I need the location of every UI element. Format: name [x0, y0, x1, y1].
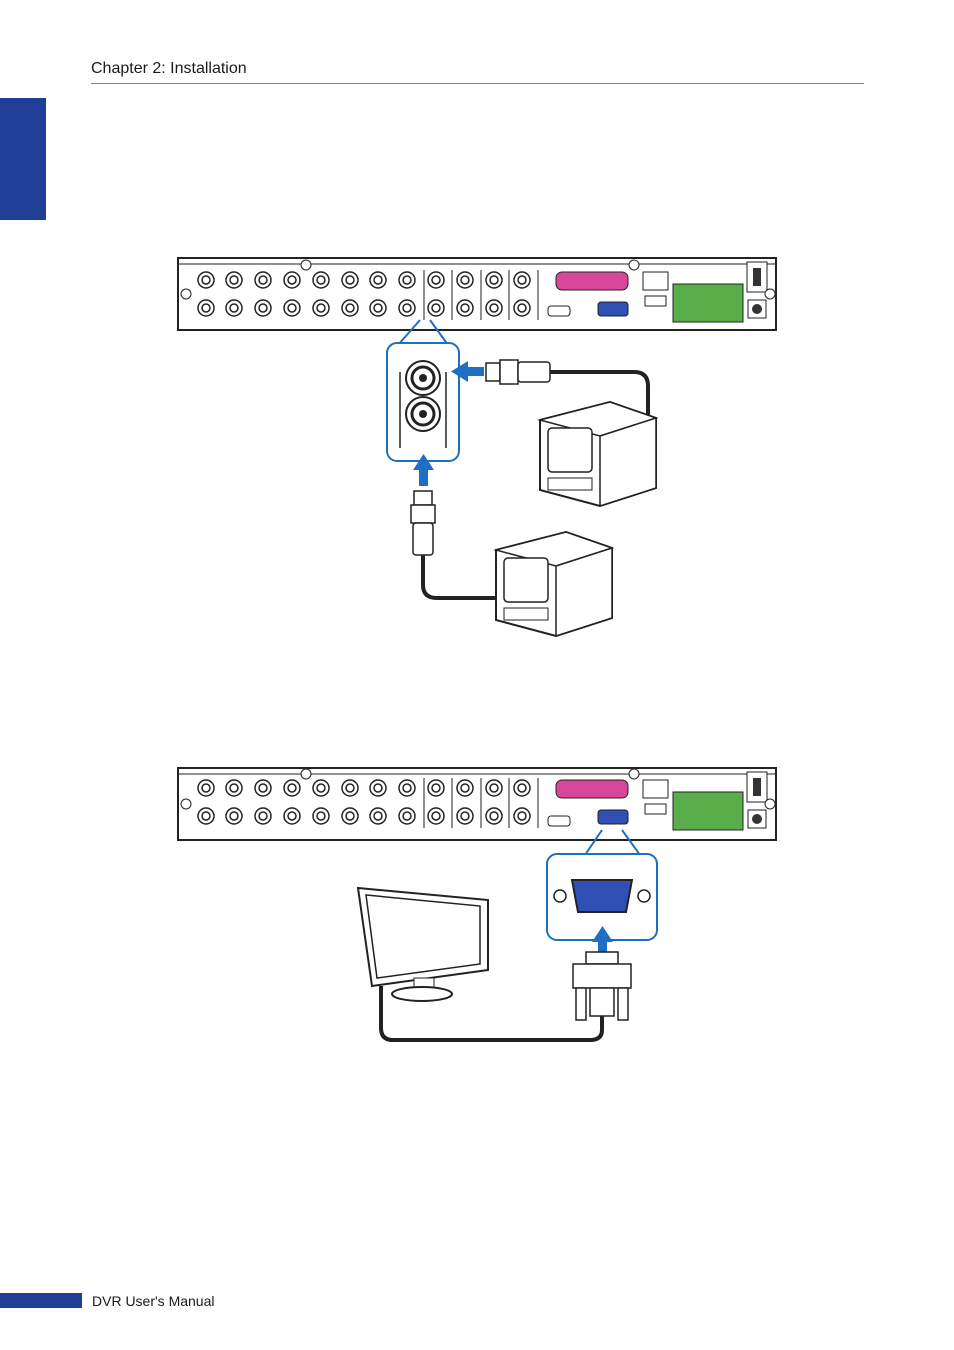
dvr-rear-panel — [178, 258, 776, 330]
vga-plug — [573, 952, 631, 1020]
bnc-connector — [342, 272, 358, 288]
bnc-connector — [370, 272, 386, 288]
bnc-connector — [514, 808, 530, 824]
footer-accent-bar — [0, 1293, 82, 1308]
bnc-connector — [284, 808, 300, 824]
bnc-connector — [486, 272, 502, 288]
bnc-connector — [399, 272, 415, 288]
bnc-connector — [342, 808, 358, 824]
chapter-side-tab — [0, 98, 46, 220]
bnc-connector — [198, 272, 214, 288]
bnc-connector — [486, 808, 502, 824]
bnc-connector — [428, 808, 444, 824]
bnc-connector — [255, 272, 271, 288]
crt-monitor-1 — [540, 402, 656, 506]
bnc-connector — [198, 808, 214, 824]
bnc-connector — [284, 780, 300, 796]
bnc-connector — [226, 780, 242, 796]
crt-monitor-2 — [496, 532, 612, 636]
bnc-connector — [428, 780, 444, 796]
bnc-connector — [370, 808, 386, 824]
bnc-connector — [514, 272, 530, 288]
bnc-connector — [457, 300, 473, 316]
bnc-connector — [255, 780, 271, 796]
bnc-port-top — [406, 361, 440, 395]
bnc-connector — [486, 300, 502, 316]
bnc-connector — [284, 300, 300, 316]
bnc-connector — [255, 808, 271, 824]
bnc-connector — [226, 272, 242, 288]
bnc-connector — [514, 780, 530, 796]
bnc-connector — [428, 300, 444, 316]
bnc-connector — [342, 780, 358, 796]
bnc-connector — [313, 300, 329, 316]
bnc-connector — [399, 300, 415, 316]
page-header-title: Chapter 2: Installation — [91, 60, 247, 78]
bnc-connection-diagram — [0, 250, 954, 650]
bnc-connector — [399, 780, 415, 796]
bnc-connector — [198, 780, 214, 796]
bnc-connector — [255, 300, 271, 316]
bnc-connector — [457, 272, 473, 288]
bnc-connector — [457, 808, 473, 824]
bnc-connector — [370, 300, 386, 316]
dvr-rear-panel — [178, 768, 776, 840]
bnc-connector — [486, 780, 502, 796]
bnc-connector — [226, 300, 242, 316]
bnc-connector — [284, 272, 300, 288]
footer-manual-title: DVR User's Manual — [92, 1293, 215, 1309]
bnc-connector — [313, 272, 329, 288]
bnc-connector — [198, 300, 214, 316]
vga-connection-diagram — [0, 760, 954, 1050]
bnc-plug-vertical — [411, 491, 435, 555]
bnc-port-bottom — [406, 397, 440, 431]
bnc-connector — [457, 780, 473, 796]
bnc-connector — [370, 780, 386, 796]
bnc-connector — [313, 780, 329, 796]
bnc-connector — [342, 300, 358, 316]
bnc-connector — [399, 808, 415, 824]
header-divider — [91, 83, 864, 84]
lcd-monitor — [358, 888, 488, 1001]
bnc-connector — [226, 808, 242, 824]
bnc-connector — [428, 272, 444, 288]
bnc-connector — [514, 300, 530, 316]
bnc-connector — [313, 808, 329, 824]
bnc-plug-horizontal — [486, 360, 550, 384]
